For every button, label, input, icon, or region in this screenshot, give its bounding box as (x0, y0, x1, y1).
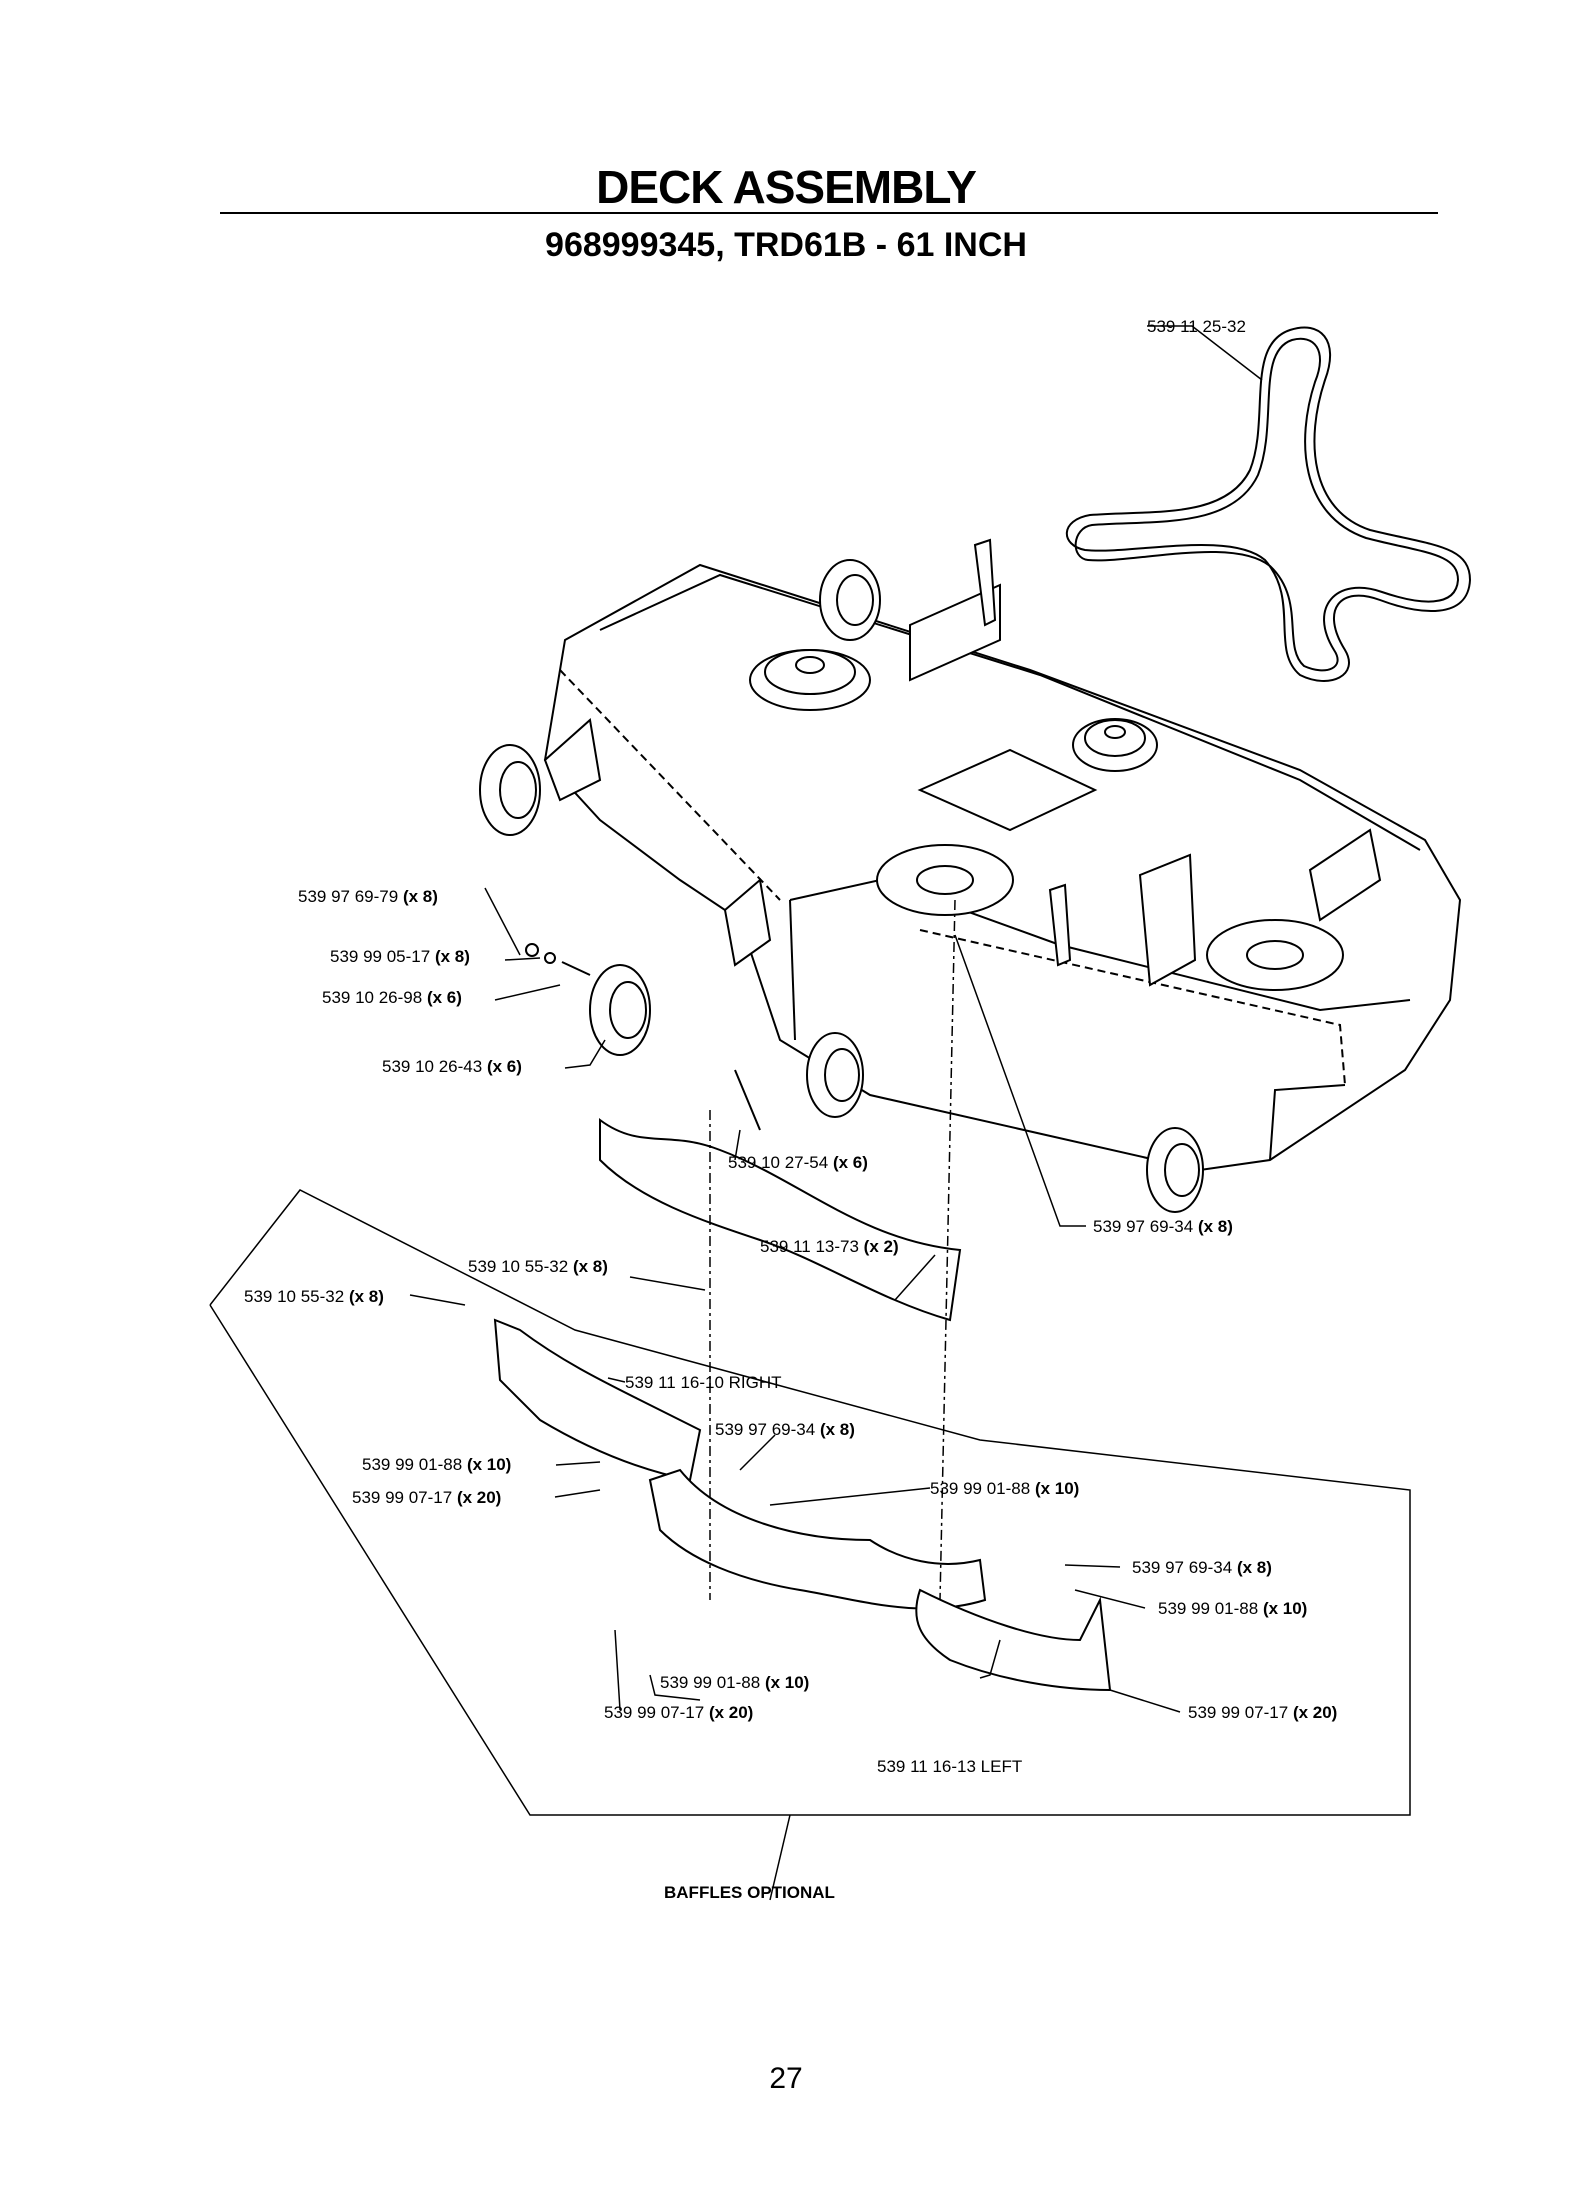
label-part-14: 539 99 01-88 (x 10) (930, 1479, 1079, 1498)
label-belt: 539 11 25-32 (1147, 317, 1246, 336)
label-part-13: 539 99 07-17 (x 20) (352, 1488, 501, 1507)
drive-belt (1065, 326, 1472, 682)
label-part-3: 539 10 26-98 (x 6) (322, 988, 462, 1007)
label-part-11: 539 97 69-34 (x 8) (715, 1420, 855, 1439)
label-baffle-left: 539 11 16-13 LEFT (877, 1757, 1022, 1776)
baffles-optional-caption: BAFFLES OPTIONAL (664, 1883, 835, 1902)
label-part-6: 539 97 69-34 (x 8) (1093, 1217, 1233, 1236)
wheel-hardware (525, 943, 761, 1131)
label-part-12: 539 99 01-88 (x 10) (362, 1455, 511, 1474)
label-baffle-right: 539 11 16-10 RIGHT (625, 1373, 782, 1392)
label-part-18: 539 99 07-17 (x 20) (604, 1703, 753, 1722)
title-rule (220, 212, 1438, 214)
part-labels: 539 11 25-32 539 97 69-79 (x 8) 539 99 0… (244, 317, 1337, 1902)
label-part-4: 539 10 26-43 (x 6) (382, 1057, 522, 1076)
label-part-5: 539 10 27-54 (x 6) (728, 1153, 868, 1172)
deck-wheels (479, 559, 1204, 1213)
label-part-16: 539 99 01-88 (x 10) (1158, 1599, 1307, 1618)
baffle-right (599, 1118, 962, 1322)
label-part-8: 539 10 55-32 (x 8) (468, 1257, 608, 1276)
page-number: 27 (769, 2062, 803, 2095)
page-subtitle: 968999345, TRD61B - 61 INCH (545, 226, 1027, 264)
leader-lines (409, 325, 1263, 1901)
label-part-2: 539 99 05-17 (x 8) (330, 947, 470, 966)
label-part-7: 539 11 13-73 (x 2) (760, 1237, 899, 1256)
label-part-15: 539 97 69-34 (x 8) (1132, 1558, 1272, 1577)
label-part-1: 539 97 69-79 (x 8) (298, 887, 438, 906)
label-part-9: 539 10 55-32 (x 8) (244, 1287, 384, 1306)
label-part-19: 539 99 07-17 (x 20) (1188, 1703, 1337, 1722)
baffle-left (493, 1318, 1112, 1692)
label-part-17: 539 99 01-88 (x 10) (660, 1673, 809, 1692)
mower-deck (543, 538, 1462, 1172)
page-title: DECK ASSEMBLY (596, 161, 977, 213)
baffles-boundary (209, 1189, 1411, 1816)
